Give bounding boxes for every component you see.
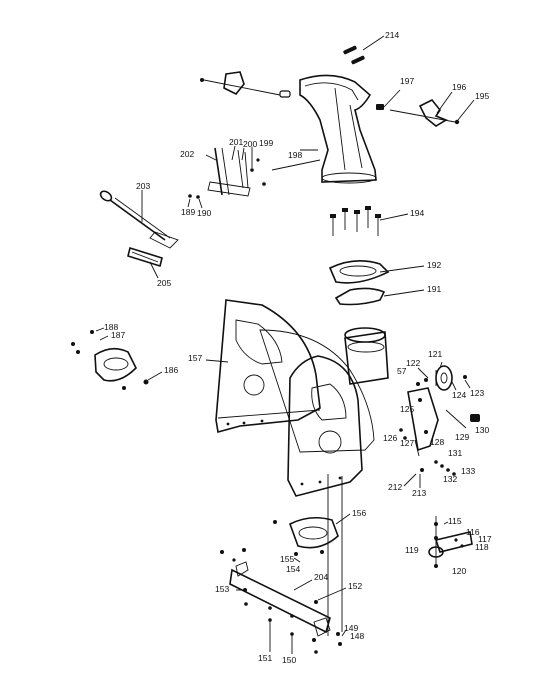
- callout-200: 200: [243, 139, 257, 149]
- shear-pins-part: [343, 35, 385, 65]
- callout-197: 197: [400, 76, 414, 86]
- callout-151: 151: [258, 653, 272, 663]
- callout-118: 118: [475, 542, 489, 552]
- callout-191: 191: [427, 284, 441, 294]
- callout-187: 187: [111, 330, 125, 340]
- callout-124: 124: [452, 390, 466, 400]
- callout-115: 115: [448, 516, 462, 526]
- callout-126: 126: [383, 433, 397, 443]
- callout-205: 205: [157, 278, 171, 288]
- callout-132: 132: [443, 474, 457, 484]
- callout-120: 120: [452, 566, 466, 576]
- callout-129: 129: [455, 432, 469, 442]
- callout-156: 156: [352, 508, 366, 518]
- callout-122: 122: [406, 358, 420, 368]
- callout-155: 155: [280, 554, 294, 564]
- callout-153: 153: [215, 584, 229, 594]
- callout-192: 192: [427, 260, 441, 270]
- idler-bracket-part: [399, 387, 480, 457]
- callout-119: 119: [405, 545, 419, 555]
- callout-213: 213: [412, 488, 426, 498]
- callout-196: 196: [452, 82, 466, 92]
- callout-194: 194: [410, 208, 424, 218]
- crank-rod-part: [99, 190, 179, 249]
- callout-133: 133: [461, 466, 475, 476]
- callout-127: 127: [400, 438, 414, 448]
- discharge-chute-part: [271, 74, 377, 184]
- callout-148: 148: [350, 631, 364, 641]
- callout-198: 198: [288, 150, 302, 160]
- callout-212: 212: [388, 482, 402, 492]
- callout-131: 131: [448, 448, 462, 458]
- callout-157: 157: [188, 353, 202, 363]
- control-rod-bracket-part: [188, 145, 266, 199]
- callout-149: 149: [344, 623, 358, 633]
- skid-shoe-right-part: [273, 513, 351, 563]
- callout-121: 121: [428, 349, 442, 359]
- callout-117: 117: [478, 534, 492, 544]
- callout-189: 189: [181, 207, 195, 217]
- callout-123: 123: [470, 388, 484, 398]
- callout-202: 202: [180, 149, 194, 159]
- callout-195: 195: [475, 91, 489, 101]
- callout-125: 125: [400, 404, 414, 414]
- scraper-bar-part: [220, 474, 347, 654]
- chute-crank-bracket-part: [200, 71, 291, 98]
- callout-188: 188: [104, 322, 118, 332]
- callout-204: 204: [314, 572, 328, 582]
- callout-116: 116: [466, 527, 480, 537]
- callout-150: 150: [282, 655, 296, 665]
- callout-186: 186: [164, 365, 178, 375]
- chute-handle-part: [376, 89, 475, 127]
- skid-shoe-left-part: [71, 327, 163, 390]
- callout-154: 154: [286, 564, 300, 574]
- callout-199: 199: [259, 138, 273, 148]
- callout-57: 57: [397, 366, 407, 376]
- callout-152: 152: [348, 581, 362, 591]
- callout-128: 128: [430, 437, 444, 447]
- callout-203: 203: [136, 181, 150, 191]
- callout-130: 130: [475, 425, 489, 435]
- auger-housing-part: [205, 299, 389, 497]
- chute-ring-part: [328, 260, 425, 306]
- belt-guide-hardware-part: [403, 460, 456, 488]
- chute-bolts-part: [330, 206, 409, 236]
- rod-guide-part: [127, 246, 163, 279]
- callout-214: 214: [385, 30, 399, 40]
- callout-190: 190: [197, 208, 211, 218]
- callout-201: 201: [229, 137, 243, 147]
- pulley-121-part: [435, 361, 453, 391]
- clutch-bracket-part: [428, 516, 473, 568]
